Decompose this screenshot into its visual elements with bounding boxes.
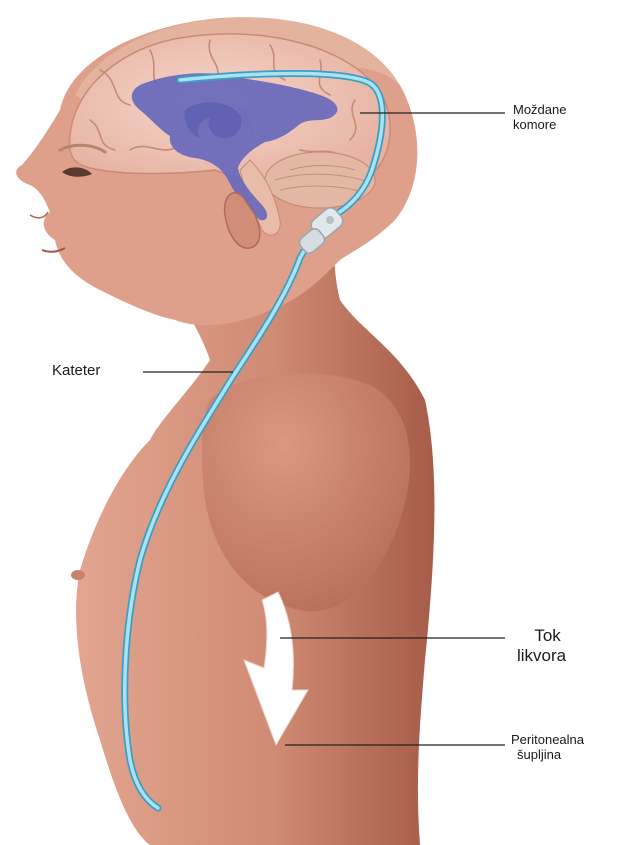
label-ventricles-line2: komore — [513, 118, 566, 133]
label-csf-flow-line2: likvora — [517, 646, 566, 666]
label-csf-flow: Tok likvora — [517, 626, 566, 665]
nipple — [71, 570, 85, 580]
label-peritoneal-line1: Peritonealna — [511, 733, 584, 748]
label-ventricles: Moždane komore — [513, 103, 566, 133]
label-ventricles-line1: Moždane — [513, 103, 566, 118]
label-catheter: Kateter — [52, 362, 100, 379]
label-peritoneal-line2: šupljina — [511, 748, 584, 763]
nostril — [30, 212, 48, 218]
label-csf-flow-line1: Tok — [517, 626, 566, 646]
label-peritoneal: Peritonealna šupljina — [511, 733, 584, 763]
